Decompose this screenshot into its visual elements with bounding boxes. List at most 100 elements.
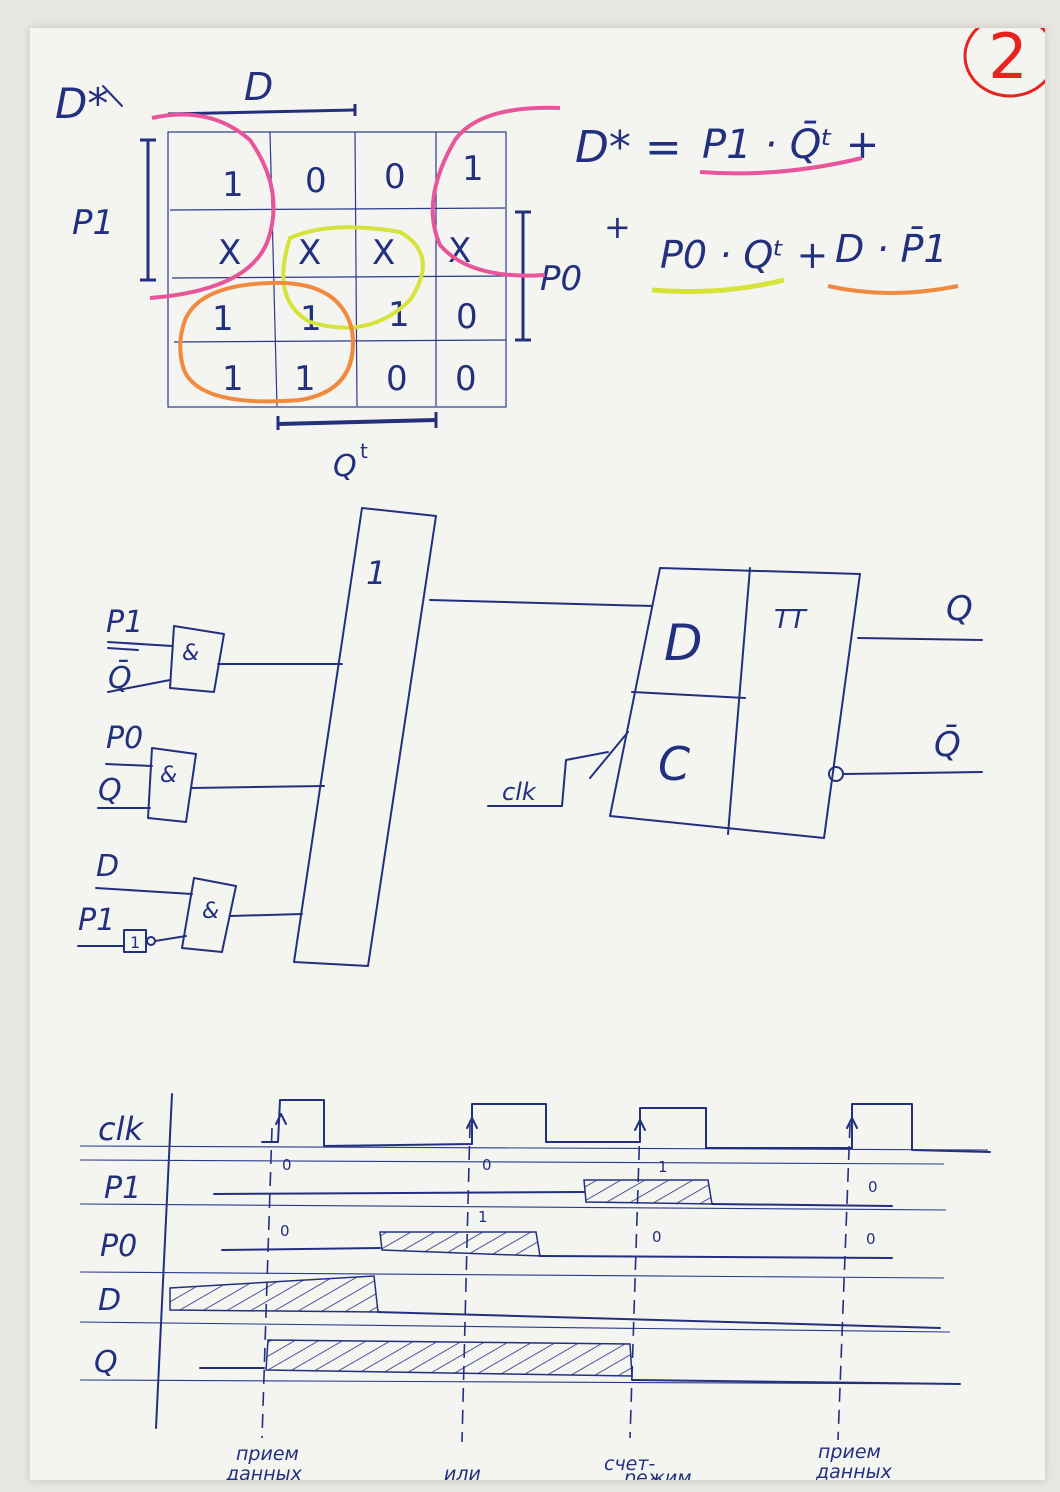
and-gate-3: [181, 877, 237, 953]
mode-label: счет-: [604, 1453, 655, 1475]
formula: D* = P1 · Q̄ᵗ + + P0 · Qᵗ + D · P̄1: [575, 120, 959, 295]
ff-c-label: C: [658, 737, 690, 791]
wave-p1-low: [213, 1191, 585, 1195]
formula-lhs: D* =: [575, 122, 682, 173]
kmap-label-left: P1: [72, 203, 114, 243]
formula-term3: D · P̄1: [835, 227, 948, 271]
mode-label: прием: [818, 1441, 881, 1463]
p0-val: 0: [866, 1230, 876, 1248]
kmap-cell: 0: [386, 359, 408, 399]
wire-d-and3: [95, 887, 193, 895]
kmap-cell: 0: [305, 161, 327, 201]
karnaugh-map: D* D P1 P0 Q t: [55, 65, 582, 484]
input-qbar: Q̄: [108, 660, 132, 696]
wire-or-d: [429, 599, 653, 607]
and-gate-1: [169, 625, 225, 693]
kmap-cell: X: [448, 231, 471, 271]
kmap-cell: X: [218, 233, 241, 273]
wire-and2-or: [191, 785, 325, 789]
wave-p0-low2: [539, 1255, 893, 1259]
kmap-title-slash: [102, 85, 123, 107]
mode-label: или: [444, 1463, 481, 1480]
and-gate-2-label: &: [160, 763, 177, 788]
p0-val: 0: [652, 1228, 662, 1246]
flip-flop: [609, 567, 861, 839]
formula-term3-underline: [827, 284, 959, 295]
input-p1-2: P1: [78, 903, 115, 938]
input-q: Q: [98, 773, 122, 808]
kmap-label-top: D: [244, 65, 273, 109]
kmap-cell: X: [298, 233, 321, 273]
timing-axis: [155, 1093, 173, 1429]
kmap-cell: 1: [462, 149, 484, 189]
wire-clk: [487, 751, 609, 807]
clk-input-label: clk: [502, 778, 537, 806]
kmap-bottom-bracket: [277, 418, 437, 426]
kmap-cell: 0: [455, 359, 477, 399]
signal-d: D: [98, 1283, 121, 1318]
wave-d-low: [377, 1311, 941, 1329]
inverter-bubble: [146, 936, 156, 946]
ff-d-label: D: [664, 614, 703, 672]
kmap-cell: 1: [222, 359, 244, 399]
wave-p0-high: [379, 1231, 541, 1257]
and-gate-2: [147, 747, 197, 823]
and-gate-3-label: &: [202, 899, 219, 924]
input-d: D: [96, 849, 119, 884]
clk-arrow: [275, 1113, 287, 1125]
p1-val: 0: [482, 1156, 492, 1174]
kmap-group-orange: [178, 280, 355, 404]
p1-val: 0: [868, 1178, 878, 1196]
wire-p0-and2: [105, 763, 153, 767]
kmap-label-right: P0: [540, 259, 582, 299]
signal-q: Q: [94, 1345, 118, 1380]
signal-clk: clk: [98, 1110, 144, 1148]
mode-label: данных: [815, 1461, 893, 1480]
kmap-group-pink-right: [430, 105, 561, 278]
time-markers: [261, 1123, 851, 1443]
wave-d-high: [169, 1275, 379, 1313]
formula-term2: P0 · Qᵗ +: [660, 233, 828, 277]
wire-inv-and3: [154, 935, 187, 942]
wire-p1-and1: [107, 641, 173, 647]
kmap-cell: 1: [212, 299, 234, 339]
wire-qbar-out: [842, 771, 983, 775]
input-p0: P0: [106, 721, 143, 756]
formula-term1-underline: [699, 156, 863, 176]
wave-p0-low: [221, 1247, 381, 1251]
wave-clk: [261, 1099, 991, 1153]
kmap-label-bottom: Q: [333, 449, 357, 484]
p0-val: 1: [478, 1208, 488, 1226]
clk-edge-marker: [589, 731, 629, 779]
wave-q-high: [265, 1339, 633, 1377]
kmap-cell: X: [372, 233, 395, 273]
timing-diagram: clk P1 P0 D Q 0 0 1 0 0 1: [79, 1093, 991, 1480]
input-p1: P1: [106, 605, 143, 640]
and-gate-1-label: &: [182, 641, 199, 666]
p1-val: 0: [282, 1156, 292, 1174]
ff-type-label: TT: [774, 605, 808, 635]
p0-val: 0: [280, 1222, 290, 1240]
qbar-bubble: [828, 766, 844, 782]
signal-p0: P0: [100, 1229, 137, 1264]
flip-flop-divider: [727, 567, 751, 835]
kmap-cell: 1: [294, 359, 316, 399]
flip-flop-input-divider: [631, 691, 746, 699]
circuit: 1 & P1 Q̄ & P0 Q & D P1 1: [77, 507, 983, 967]
wire-and3-or: [229, 913, 303, 917]
or-gate-label: 1: [366, 554, 386, 592]
signal-p1: P1: [104, 1171, 141, 1206]
kmap-cell: 0: [456, 297, 478, 337]
inverter-label: 1: [130, 933, 140, 952]
formula-term2-underline: [651, 277, 785, 295]
page-number: 2: [988, 28, 1027, 93]
kmap-cells: 1 0 0 1 X X X X 1 1 1 0 1 1 0 0: [212, 149, 484, 399]
wave-q-low2: [631, 1379, 961, 1385]
mode-labels: прием данных или счет- режим прием данны…: [225, 1441, 893, 1480]
kmap-top-bracket: [167, 108, 356, 116]
or-gate: [293, 507, 437, 967]
wire-qbar-and1: [107, 679, 171, 693]
wave-p1-high: [583, 1179, 713, 1205]
output-q: Q: [946, 589, 973, 629]
kmap-cell: 0: [384, 157, 406, 197]
